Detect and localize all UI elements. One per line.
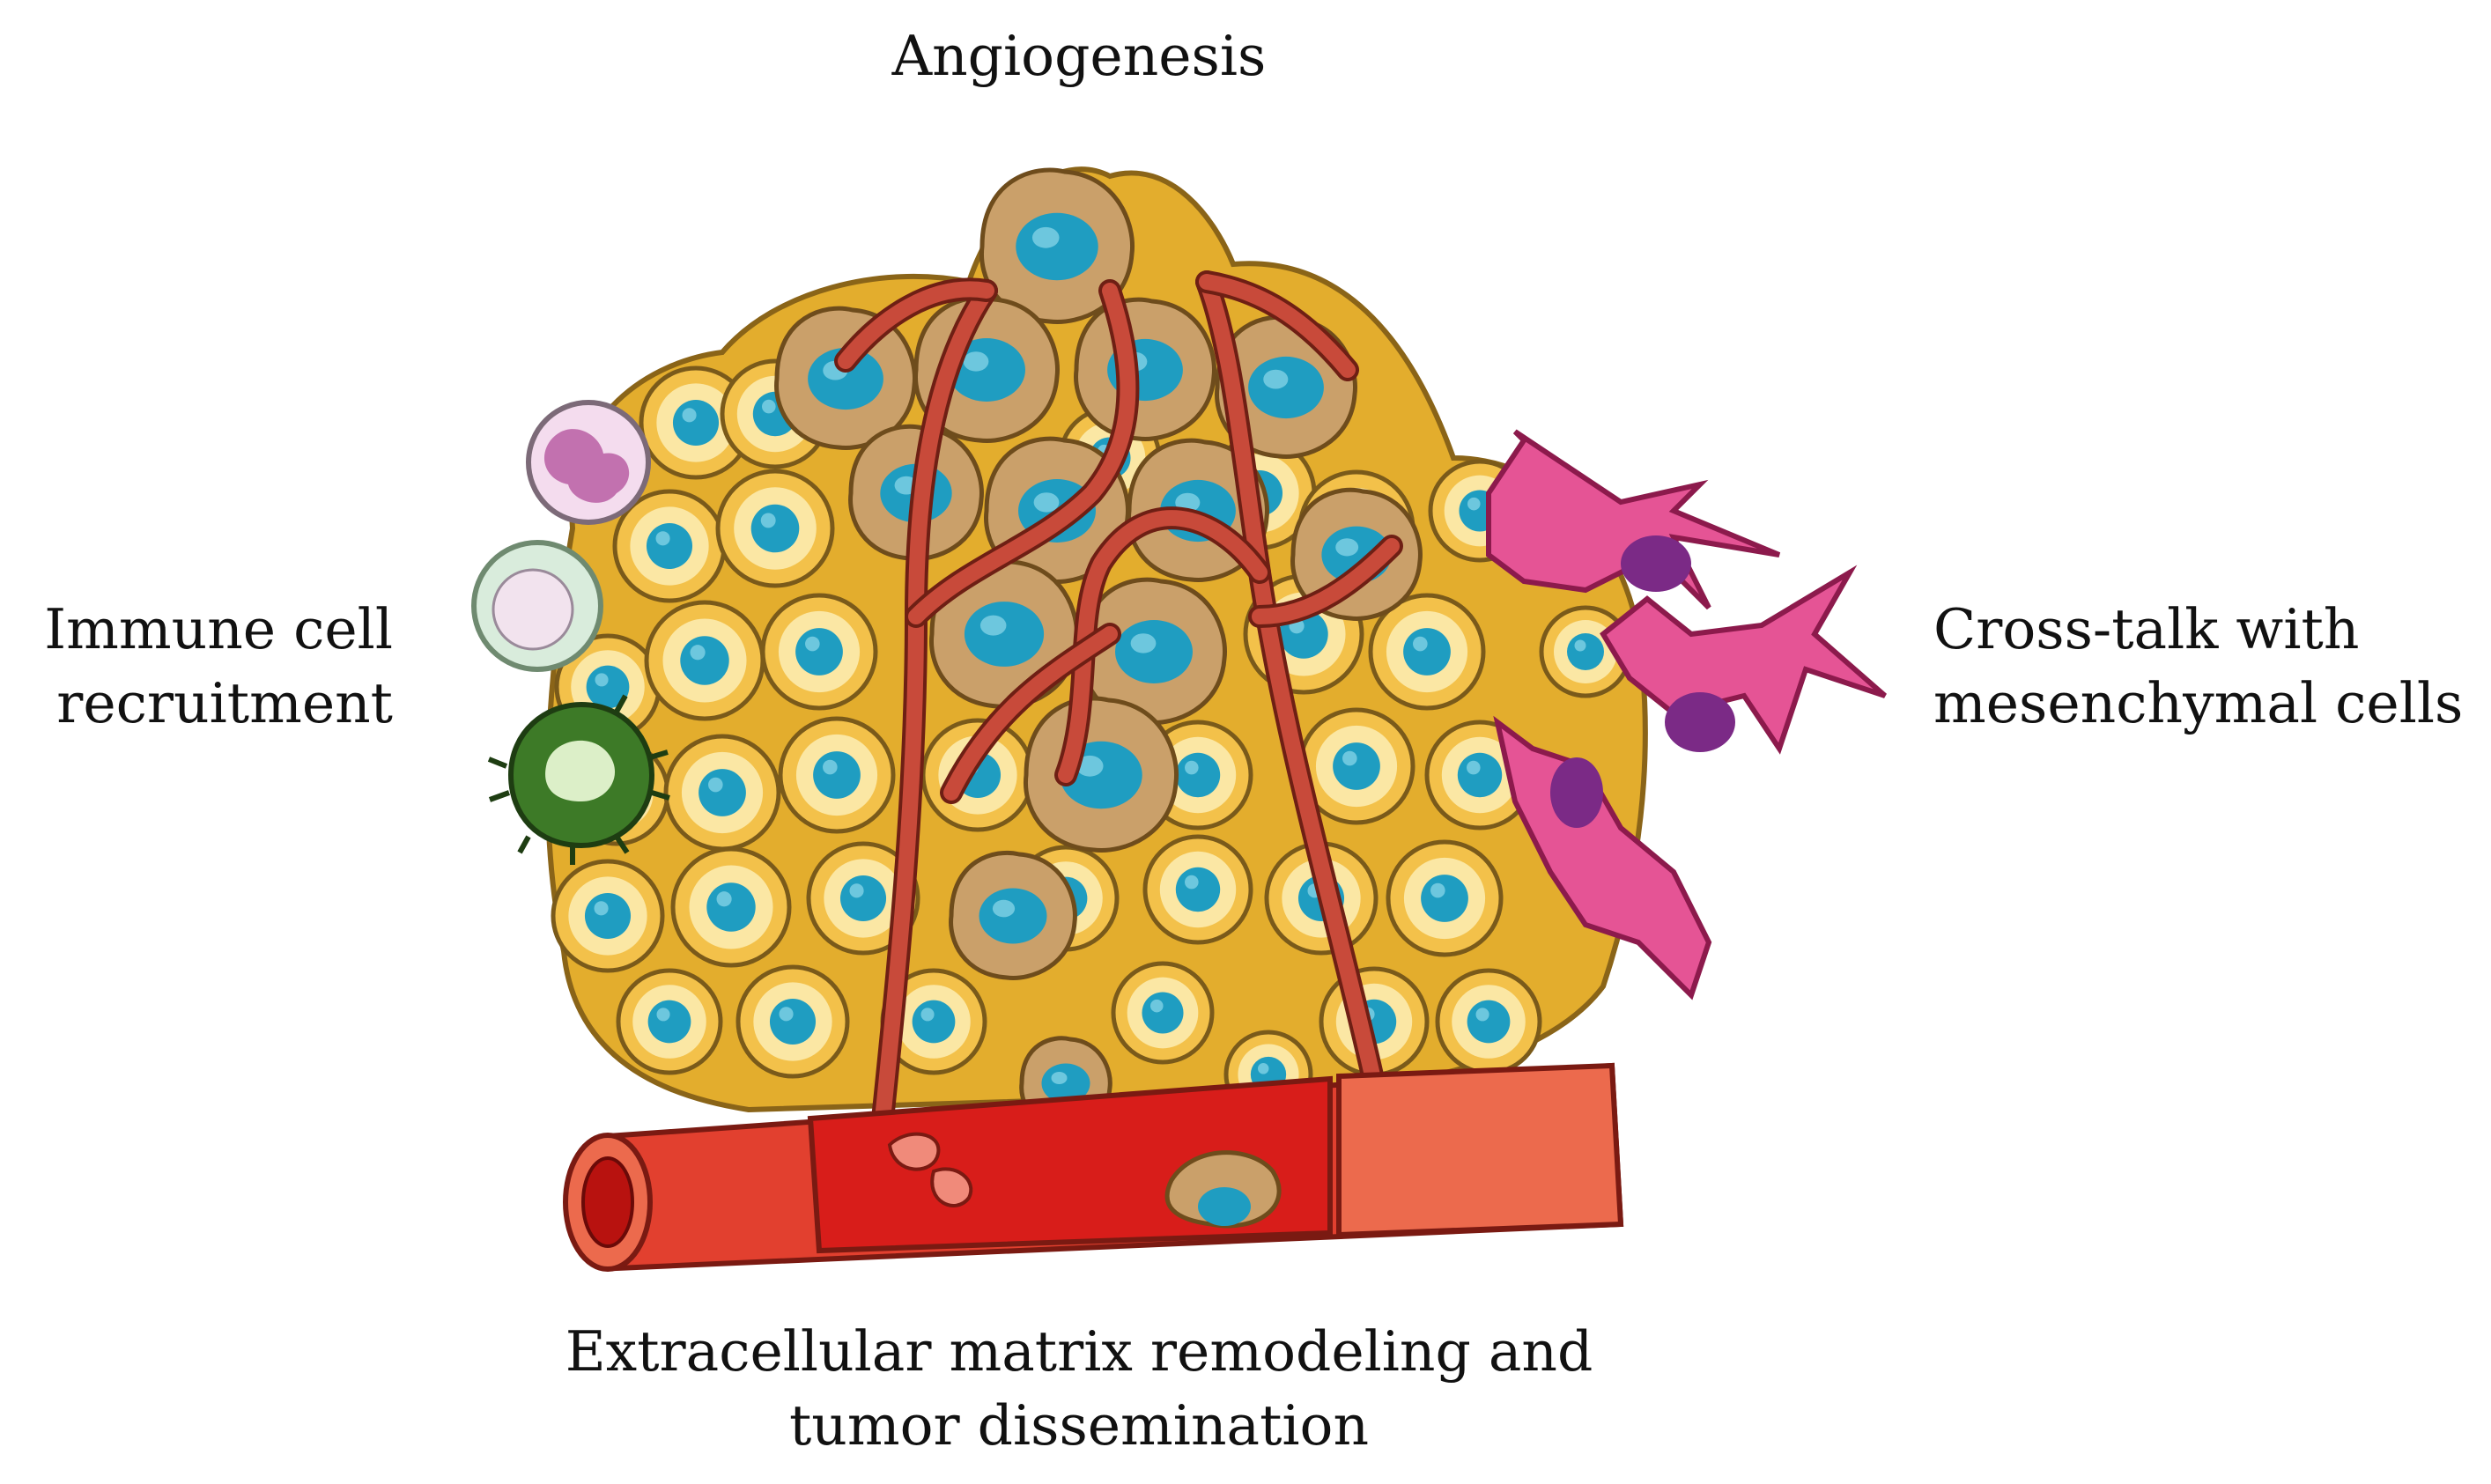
tumor-cell bbox=[551, 859, 665, 973]
invasive-tumor-cell bbox=[774, 306, 917, 450]
mesenchymal-cells bbox=[1486, 429, 1887, 1000]
tumor-cell bbox=[1111, 961, 1215, 1065]
neutrophil-cell bbox=[526, 400, 651, 525]
label-angiogenesis-line-1: Angiogenesis bbox=[891, 24, 1267, 88]
label-cross-talk-mesenchymal: Cross-talk with mesenchymal cells bbox=[1933, 593, 2463, 741]
tumor-cell bbox=[1368, 593, 1486, 711]
macrophage-cell bbox=[487, 694, 670, 865]
label-cross-line-1: Cross-talk with bbox=[1933, 597, 2360, 661]
angiogenic-vessel bbox=[869, 279, 998, 1148]
tumor-cell bbox=[1297, 707, 1416, 825]
invasive-tumor-cell bbox=[1023, 696, 1179, 853]
tumor-cell bbox=[1142, 834, 1253, 945]
tumor-cell bbox=[715, 469, 835, 588]
tumor-cell bbox=[778, 716, 896, 834]
tumor-cell bbox=[670, 846, 792, 968]
tumor-cell bbox=[735, 964, 850, 1079]
angiogenic-vessel bbox=[905, 279, 1140, 628]
tumor-cell bbox=[880, 968, 987, 1075]
angiogenic-vessel bbox=[1054, 506, 1271, 786]
invasive-tumor-cell bbox=[1081, 577, 1227, 725]
tumor-cell bbox=[663, 734, 781, 852]
label-ecm-line-2: tumor dissemination bbox=[788, 1393, 1370, 1458]
label-immune-cell-recruitment: Immune cell recruitment bbox=[0, 593, 393, 741]
label-cross-line-2: mesenchymal cells bbox=[1933, 671, 2464, 735]
tumor-cell bbox=[806, 841, 920, 956]
angiogenic-vessel bbox=[834, 277, 998, 373]
invasive-tumor-cell bbox=[949, 850, 1077, 980]
tumor-cell bbox=[644, 600, 765, 721]
tumor-cell bbox=[639, 365, 753, 480]
angiogenic-vessel bbox=[1195, 270, 1359, 381]
tumor-cell bbox=[1435, 968, 1542, 1075]
blood-vessel bbox=[563, 1062, 1624, 1272]
tumor-cell bbox=[616, 968, 723, 1075]
tumor-cell bbox=[760, 593, 878, 711]
tumor-cell bbox=[612, 489, 727, 603]
label-immune-line-2: recruitment bbox=[56, 671, 393, 735]
invasive-tumor-cell bbox=[979, 167, 1135, 325]
label-ecm-remodeling: Extracellular matrix remodeling and tumo… bbox=[0, 1315, 2158, 1463]
invasive-tumor-cell bbox=[1074, 297, 1216, 441]
lymphocyte-cell bbox=[471, 540, 603, 672]
angiogenic-vessel bbox=[1248, 535, 1403, 628]
tumor-cell bbox=[1386, 839, 1504, 957]
label-ecm-line-1: Extracellular matrix remodeling and bbox=[565, 1319, 1593, 1384]
angiogenic-vessel bbox=[940, 623, 1121, 804]
label-immune-line-1: Immune cell bbox=[44, 597, 393, 661]
label-angiogenesis: Angiogenesis bbox=[0, 19, 2158, 93]
